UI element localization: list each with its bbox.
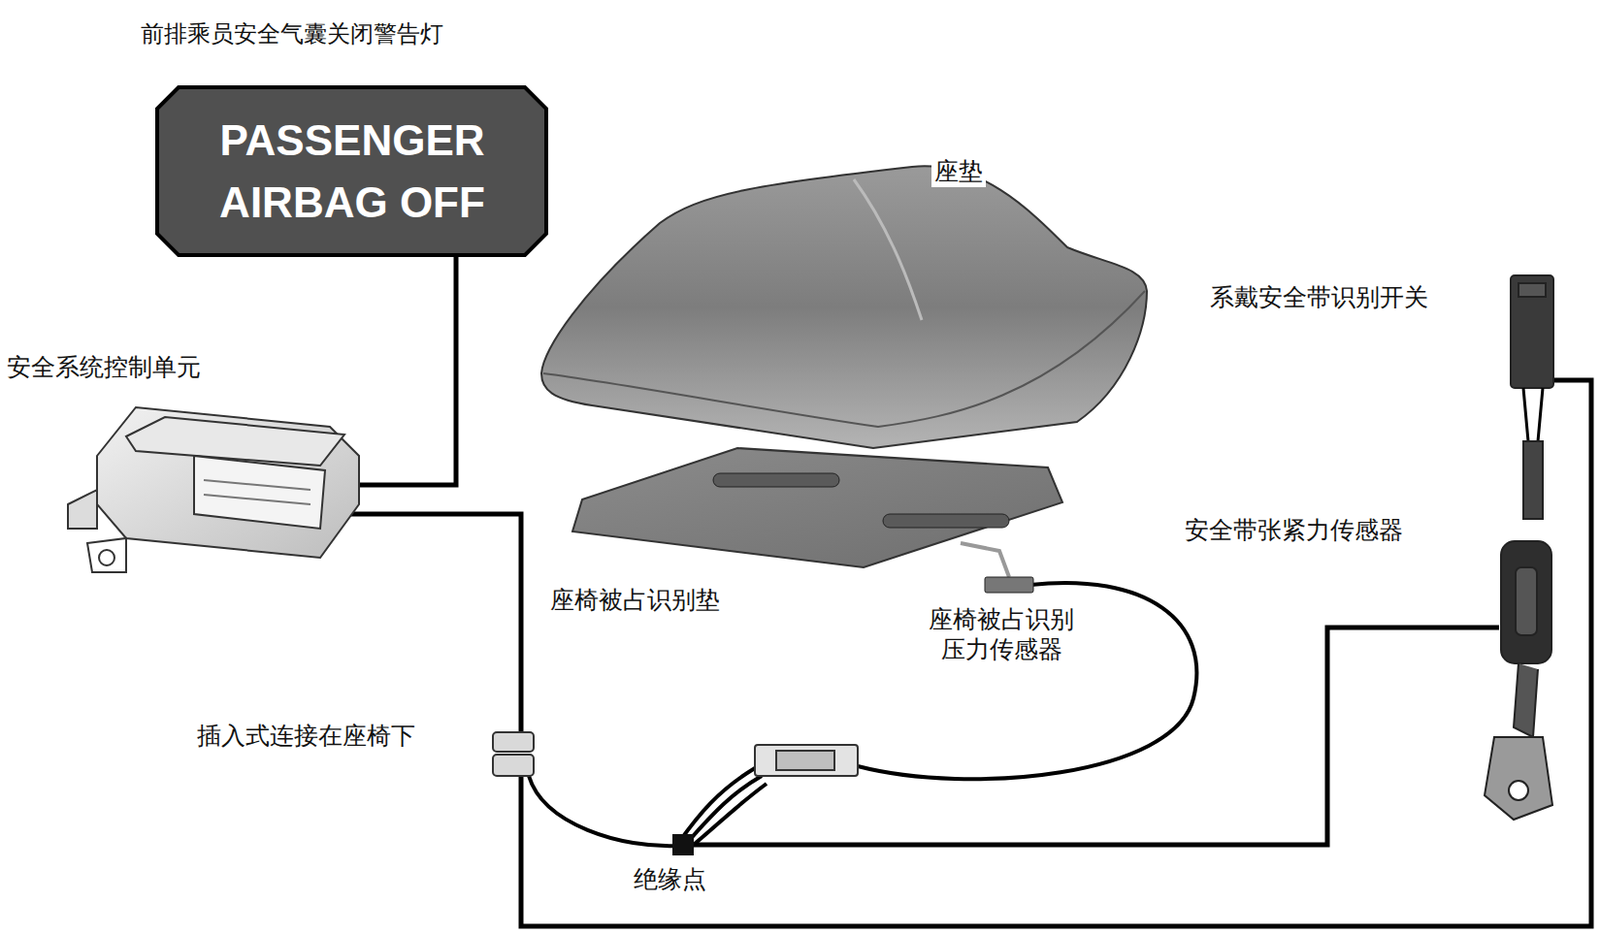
part-label: 座垫 [931,155,986,188]
part-label: 系戴安全带识别开关 [1207,281,1432,314]
seat-harness [528,583,1197,849]
part-label: 安全系统控制单元 [3,351,204,384]
belt-tension-sensor [1484,541,1553,820]
control-unit [67,407,360,573]
occupancy-mat [572,448,1063,593]
lamp-heading: 前排乘员安全气囊关闭警告灯 [137,17,447,51]
seat-connector [492,732,858,777]
belt-buckle-switch [1510,275,1554,520]
lamp-outline [155,85,549,258]
insulation-point [672,834,694,856]
lamp-text: PASSENGER AIRBAG OFF [196,109,508,234]
part-label: 座椅被占识别 压力传感器 [915,603,1087,667]
part-label: 插入式连接在座椅下 [194,719,419,752]
part-label: 座椅被占识别垫 [547,584,723,617]
part-label: 安全带张紧力传感器 [1181,514,1406,547]
part-label: 绝缘点 [630,863,710,896]
seat-cushion [541,165,1147,449]
warning-lamp: 前排乘员安全气囊关闭警告灯PASSENGER AIRBAG OFF [155,85,549,258]
